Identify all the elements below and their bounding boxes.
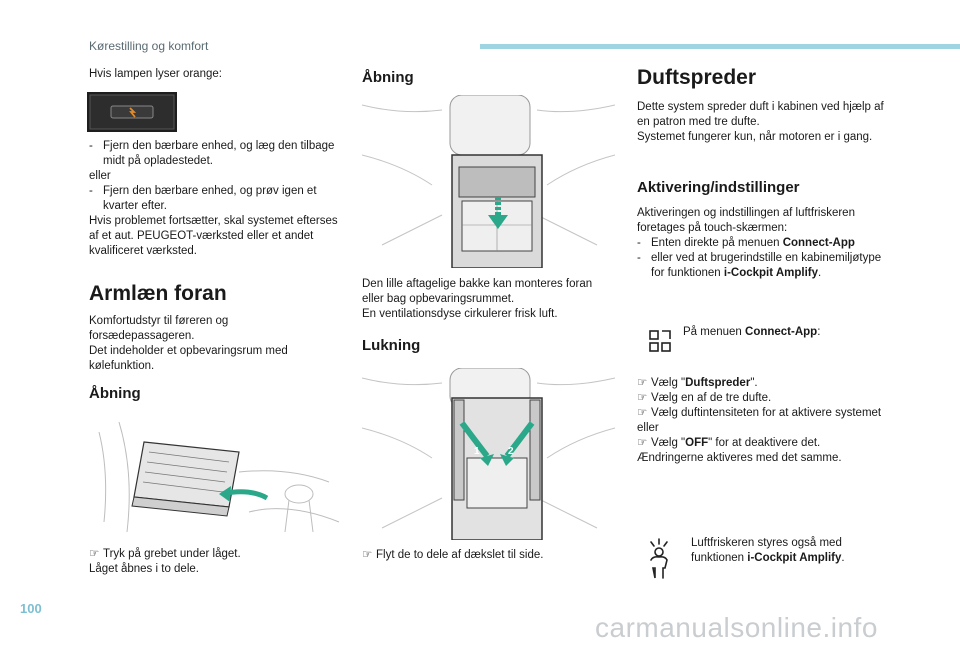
closing-step: ☞ Flyt de to dele af dækslet til side. <box>362 549 544 561</box>
menu-instruction: På menuen Connect-App: <box>683 326 821 338</box>
opening-title-2: Åbning <box>362 69 414 86</box>
select-step: ☞ Vælg "Duftspreder". <box>637 377 758 389</box>
callout-number: 1 <box>474 446 480 457</box>
step-item: - Fjern den bærbare enhed, og prøv igen … <box>89 185 317 212</box>
or-label: eller <box>637 422 659 434</box>
finger-bullet-icon: ☞ <box>89 548 100 560</box>
finger-bullet-icon: ☞ <box>637 392 648 404</box>
diffuser-intro: Systemet fungerer kun, når motoren er i … <box>637 131 873 143</box>
callout-number: 2 <box>508 446 514 457</box>
finger-bullet-icon: ☞ <box>362 549 373 561</box>
opening-note: Låget åbnes i to dele. <box>89 563 199 575</box>
apps-grid-icon <box>649 330 671 352</box>
tray-text: En ventilationsdyse cirkulerer frisk luf… <box>362 308 558 320</box>
step-item: - Fjern den bærbare enhed, og læg den ti… <box>89 140 335 167</box>
activation-text: Aktiveringen og indstillingen af luftfri… <box>637 207 855 234</box>
select-step: ☞ Vælg en af de tre dufte. <box>637 392 772 404</box>
tip-text: Luftfriskeren styres også med funktionen… <box>691 537 845 564</box>
finger-bullet-icon: ☞ <box>637 377 648 389</box>
lamp-intro: Hvis lampen lyser orange: <box>89 68 222 80</box>
finger-bullet-icon: ☞ <box>637 407 648 419</box>
activation-option: - Enten direkte på menuen Connect-App <box>637 237 855 249</box>
problem-text: Hvis problemet fortsætter, skal systemet… <box>89 215 338 257</box>
or-label: eller <box>89 170 111 182</box>
orange-charging-lamp-image <box>87 92 177 132</box>
diffuser-intro: Dette system spreder duft i kabinen ved … <box>637 101 884 128</box>
armrest-text: Det indeholder et opbevaringsrum med køl… <box>89 345 288 372</box>
section-header: Kørestilling og komfort <box>89 39 209 53</box>
opening-step: ☞ Tryk på grebet under låget. <box>89 548 241 560</box>
page-number: 100 <box>20 601 42 616</box>
select-step: ☞ Vælg "OFF" for at deaktivere det. <box>637 437 821 449</box>
diffuser-title: Duftspreder <box>637 66 757 89</box>
watermark: carmanualsonline.info <box>595 612 878 643</box>
finger-bullet-icon: ☞ <box>637 437 648 449</box>
select-step: ☞ Vælg duftintensiteten for at aktivere … <box>637 407 882 419</box>
armrest-title: Armlæn foran <box>89 282 227 305</box>
storage-tray-illustration <box>361 94 616 269</box>
tray-text: Den lille aftagelige bakke kan monteres … <box>362 278 593 305</box>
activation-option: - eller ved at brugerindstille en kabine… <box>637 252 882 279</box>
person-tip-icon <box>645 538 673 580</box>
activation-title: Aktivering/indstillinger <box>637 179 800 196</box>
armrest-lever-illustration <box>89 412 342 538</box>
closing-cover-illustration: 1 2 <box>361 367 616 541</box>
closing-title: Lukning <box>362 337 421 354</box>
opening-title: Åbning <box>89 385 141 402</box>
armrest-text: Komfortudstyr til føreren og forsædepass… <box>89 315 229 342</box>
header-accent-bar <box>480 44 960 49</box>
changes-note: Ændringerne aktiveres med det samme. <box>637 452 842 464</box>
